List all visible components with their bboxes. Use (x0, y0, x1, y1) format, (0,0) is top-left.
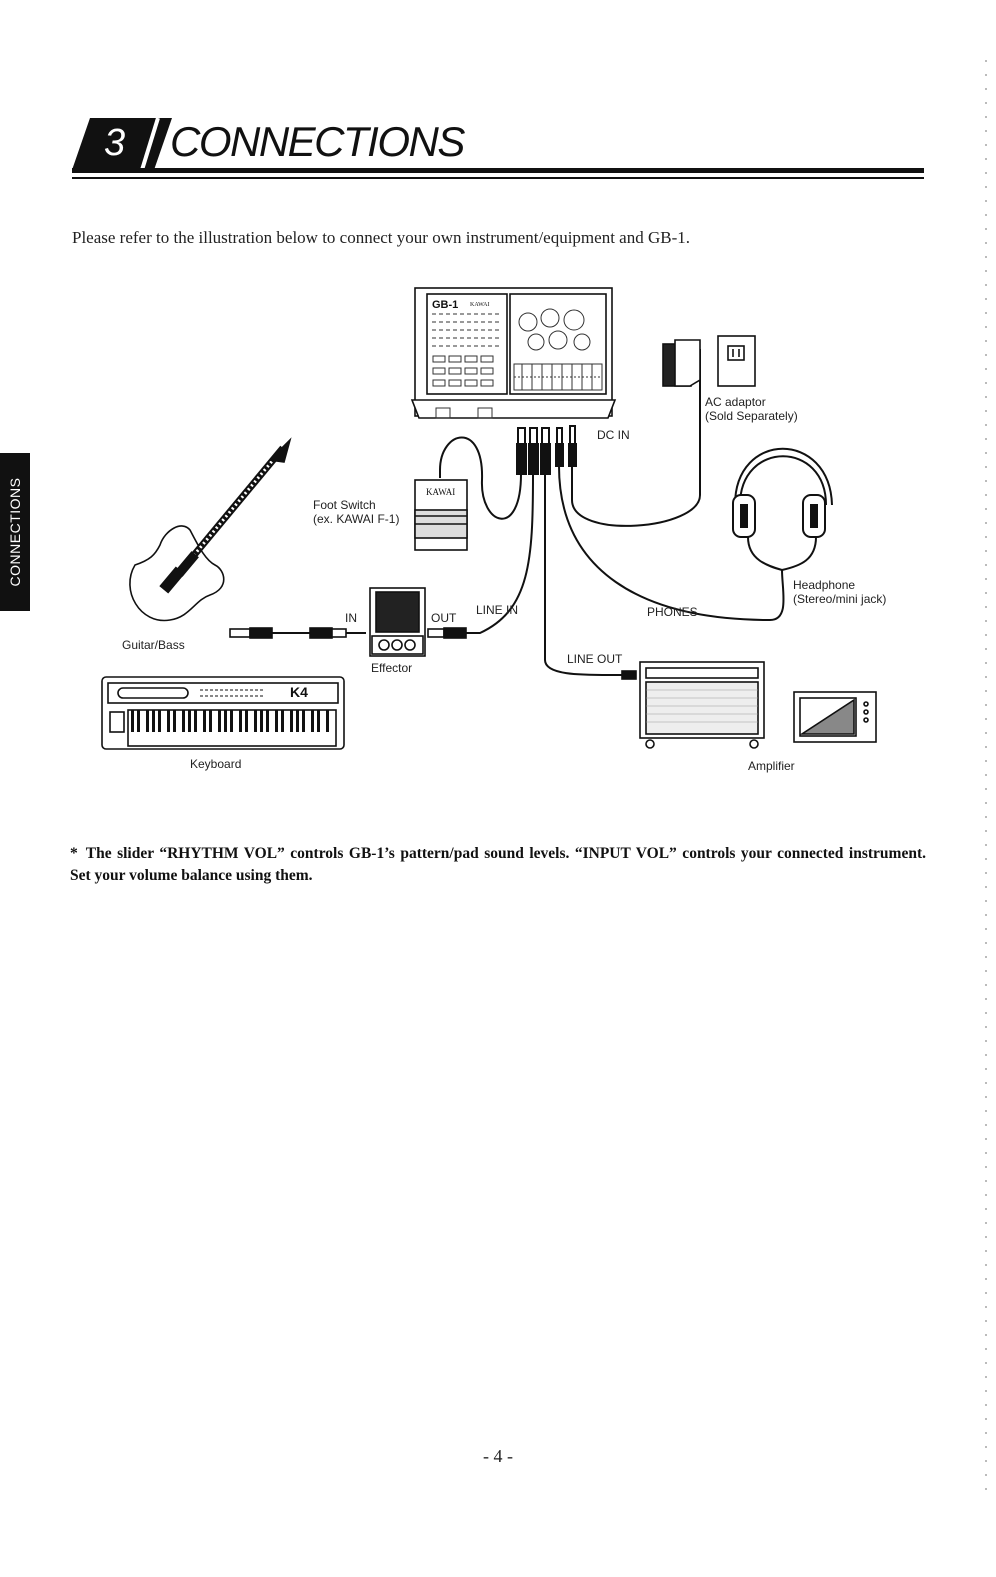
gb1-model-label: GB-1 (432, 299, 458, 311)
foot-switch-illustration: KAWAI (414, 479, 468, 551)
page-edge (985, 60, 987, 1500)
effector-label: Effector (371, 661, 413, 675)
note-marker: * (70, 845, 78, 862)
amplifier-label: Amplifier (748, 759, 795, 773)
chapter-title: CONNECTIONS (170, 118, 465, 165)
chapter-number: 3 (104, 122, 126, 164)
ac-adaptor-note: (Sold Separately) (705, 409, 798, 423)
guitar-cable-plugs (229, 627, 467, 639)
section-side-tab: CONNECTIONS (0, 453, 30, 611)
note-text: The slider “RHYTHM VOL” controls GB-1’s … (70, 845, 926, 884)
keyboard-illustration: K4 (101, 676, 345, 750)
volume-note: *The slider “RHYTHM VOL” controls GB-1’s… (70, 843, 926, 887)
monitor-illustration (793, 691, 877, 743)
output-jacks (516, 425, 577, 475)
amplifier-illustration (621, 661, 765, 749)
line-out-label: LINE OUT (567, 652, 623, 666)
intro-text: Please refer to the illustration below t… (72, 228, 690, 247)
keyboard-label: Keyboard (190, 757, 242, 771)
line-in-label: LINE IN (476, 603, 519, 617)
chapter-number-block (72, 118, 172, 170)
header-rule-thin (72, 177, 924, 179)
keyboard-model-label: K4 (290, 684, 308, 700)
gb1-brand-label: KAWAI (470, 302, 490, 308)
foot-switch-brand: KAWAI (426, 487, 455, 497)
headphone-label: Headphone (793, 578, 856, 592)
out-label: OUT (431, 611, 457, 625)
ac-adaptor-illustration (662, 335, 756, 387)
header-rule (72, 168, 924, 173)
dc-in-label: DC IN (597, 428, 630, 442)
phones-label: PHONES (647, 605, 698, 619)
page-number: - 4 - (483, 1446, 513, 1466)
headphone-illustration (732, 447, 833, 572)
foot-switch-note: (ex. KAWAI F-1) (313, 512, 400, 526)
guitar-illustration (129, 437, 292, 622)
effector-illustration (369, 587, 426, 657)
foot-switch-label: Foot Switch (313, 498, 376, 512)
headphone-note: (Stereo/mini jack) (793, 592, 887, 606)
connection-diagram: GB-1 KAWAI (101, 287, 877, 750)
cables (250, 349, 785, 676)
guitar-bass-label: Guitar/Bass (122, 638, 185, 652)
in-label: IN (345, 611, 357, 625)
gb1-unit-illustration: GB-1 KAWAI (410, 287, 617, 419)
ac-adaptor-label: AC adaptor (705, 395, 766, 409)
